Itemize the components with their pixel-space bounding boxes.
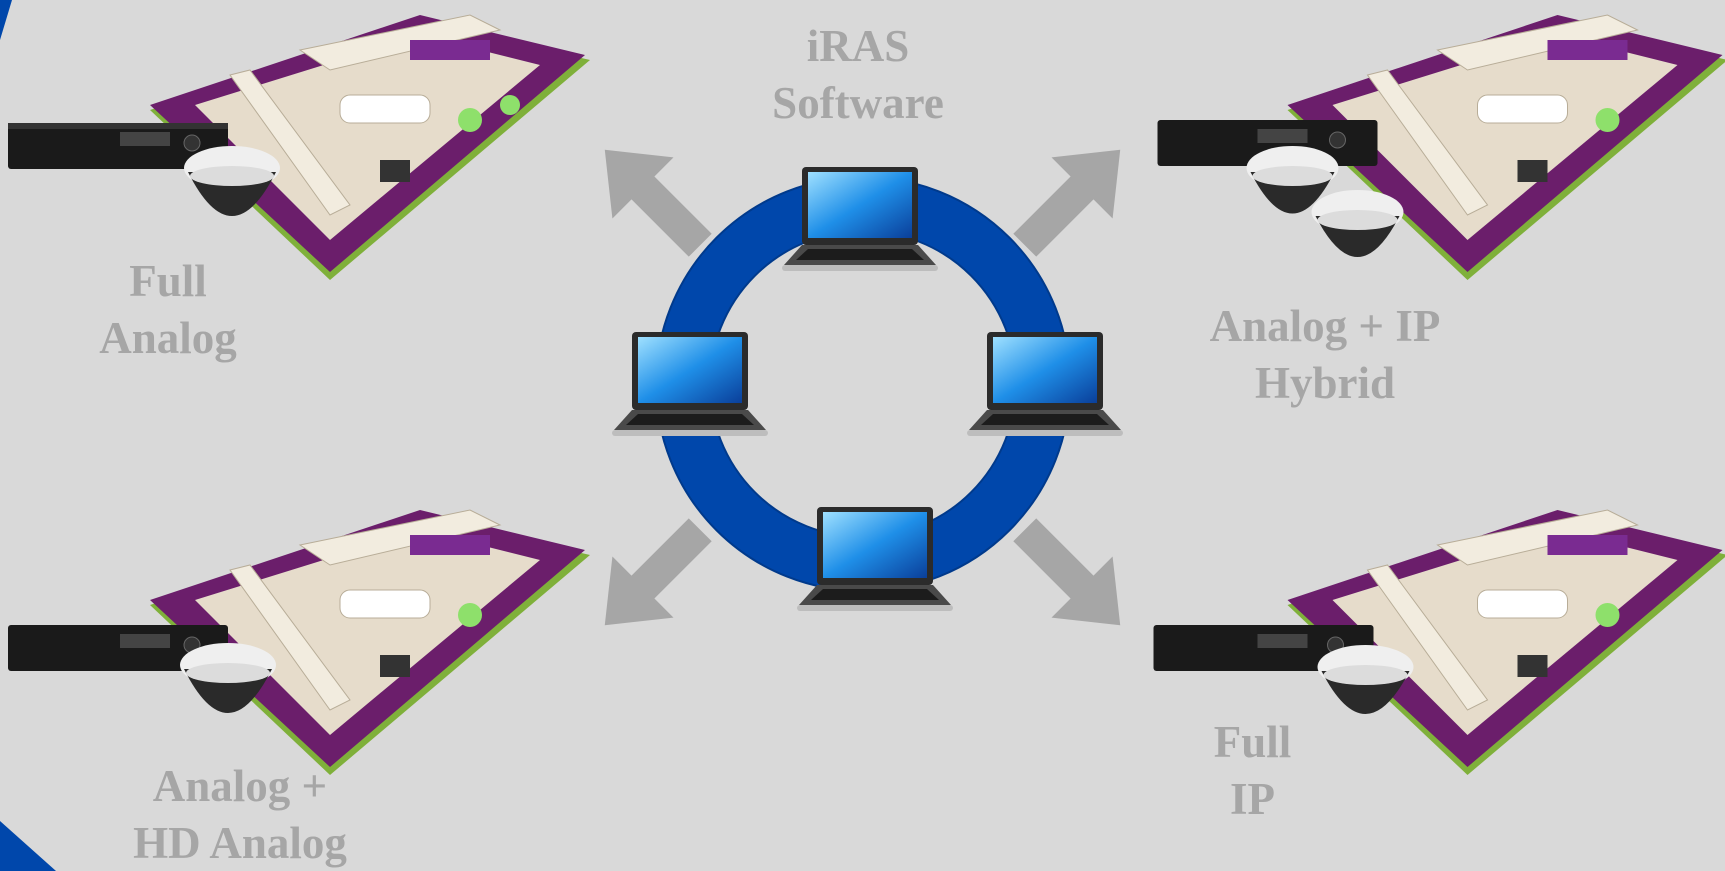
arrow-icon-bottom-left <box>604 518 712 626</box>
building-floorplan-icon <box>1287 509 1725 775</box>
dome-camera-icon-2 <box>1311 190 1404 257</box>
corner-accent-bottom-left <box>0 821 56 871</box>
laptop-icon-right <box>967 332 1123 436</box>
site-scene-analog-ip-hybrid <box>1157 14 1725 280</box>
arrow-icon-bottom-right <box>1013 518 1121 626</box>
dvr-icon <box>8 123 228 169</box>
building-floorplan-icon <box>150 509 590 775</box>
site-scene-full-analog <box>8 14 590 280</box>
dome-camera-icon <box>180 643 276 713</box>
site-label-analog-hd-analog: Analog +HD Analog <box>133 761 347 868</box>
building-floorplan-icon <box>150 14 590 280</box>
building-floorplan-icon <box>1287 14 1725 280</box>
laptop-icon-bottom <box>797 507 953 611</box>
dome-camera-icon <box>184 146 280 216</box>
corner-accent-top-left <box>0 0 12 40</box>
dome-camera-icon <box>1317 645 1414 714</box>
dvr-icon <box>1153 625 1374 671</box>
arrow-icon-top-left <box>604 149 712 257</box>
site-scene-full-ip <box>1153 509 1725 775</box>
dome-camera-icon <box>1246 146 1339 214</box>
site-scene-analog-hd-analog <box>8 509 590 775</box>
laptop-icon-top <box>782 167 938 271</box>
laptop-icon-left <box>612 332 768 436</box>
arrow-icon-top-right <box>1013 149 1121 257</box>
dvr-icon <box>8 625 228 671</box>
